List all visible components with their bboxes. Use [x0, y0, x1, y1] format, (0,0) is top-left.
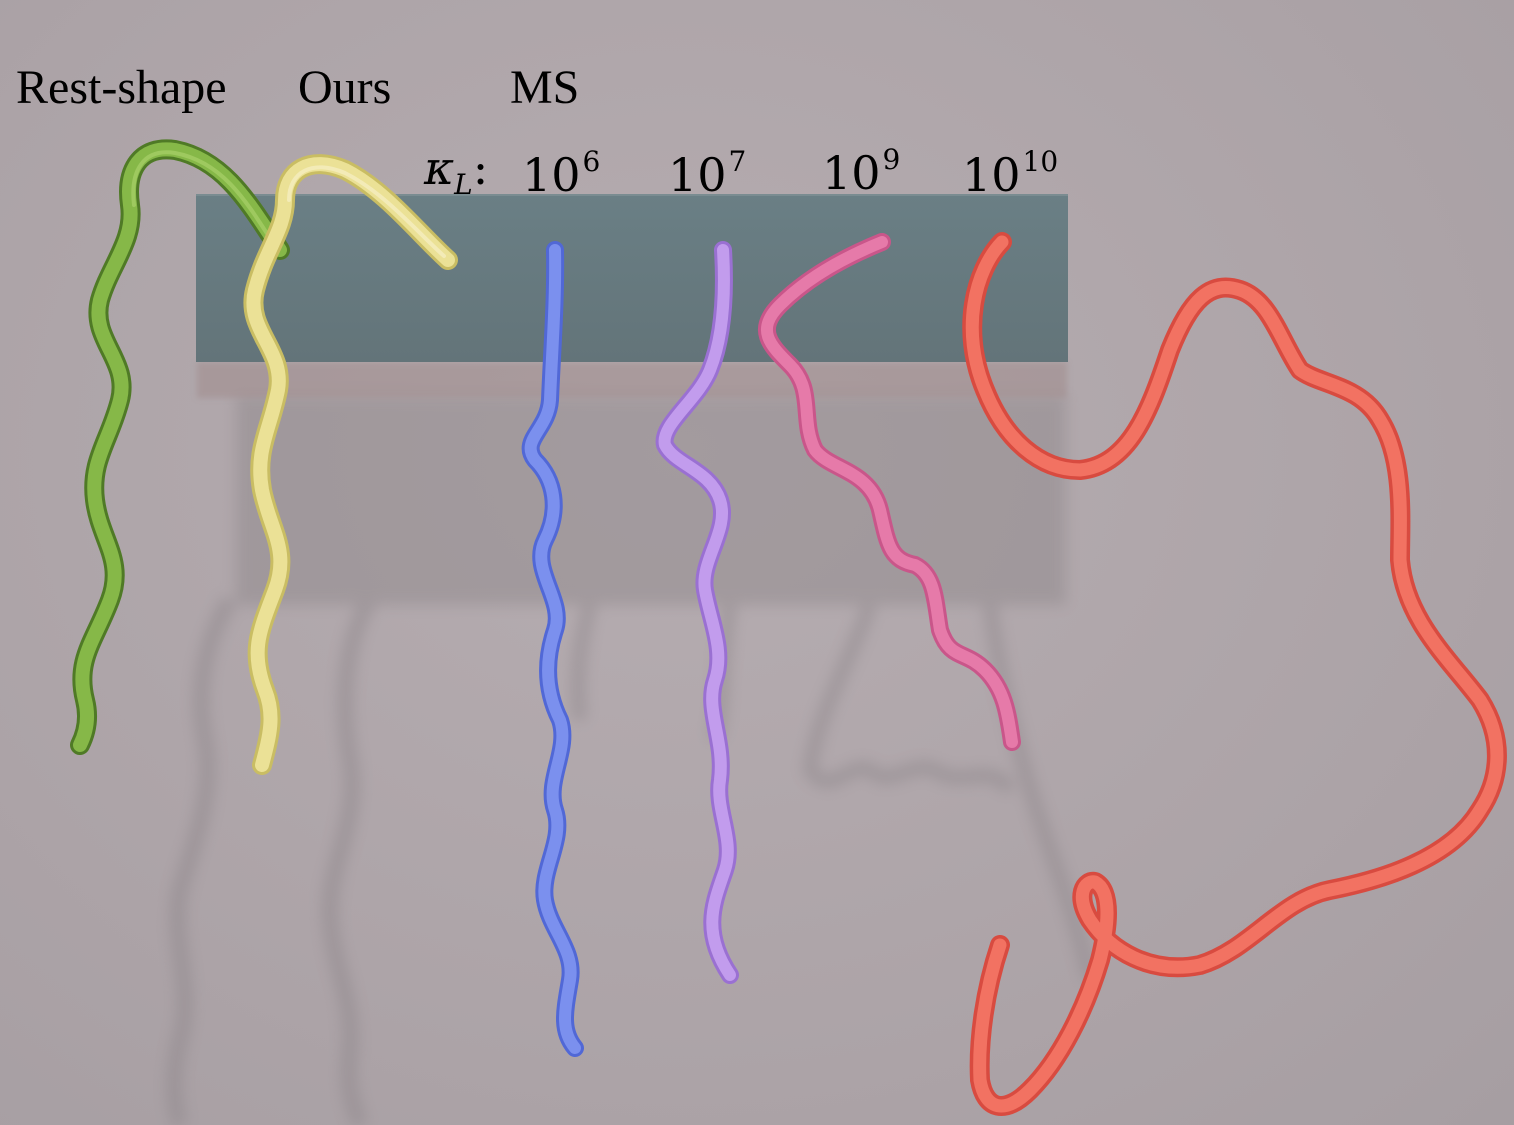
- ms-1e7-rod: [655, 241, 739, 984]
- ours-rod: [243, 154, 458, 775]
- kappa-label: κL:: [424, 145, 488, 199]
- ms-1e6-rod: [521, 241, 584, 1057]
- kappa-value-1e6: 106: [522, 145, 601, 202]
- ms-1e9-rod-shadow: [802, 602, 1016, 795]
- ms-1e10-rod: [962, 232, 1507, 1116]
- kappa-value-1e7: 107: [668, 145, 747, 202]
- rest-shape-label: Rest-shape: [16, 61, 227, 114]
- kappa-symbol: κ: [424, 141, 455, 195]
- ours-label: Ours: [298, 61, 392, 114]
- kappa-value-1e10: 1010: [962, 145, 1059, 202]
- kappa-colon: :: [472, 141, 489, 195]
- rest-shape-rod: [70, 139, 290, 755]
- ms-1e10-rod-shadow: [983, 604, 1097, 982]
- ms-1e9-rod: [757, 233, 1021, 751]
- ms-1e6-rod-shadow: [571, 603, 597, 721]
- wall-shadows: [166, 395, 1097, 1125]
- block-shadow: [236, 395, 1066, 605]
- ours-rod-shadow: [321, 595, 377, 1125]
- block-face: [196, 195, 1068, 362]
- rest-shape-rod-shadow: [166, 595, 237, 1125]
- ms-label: MS: [510, 61, 580, 114]
- kappa-value-1e9: 109: [822, 143, 901, 200]
- kappa-subscript: L: [454, 168, 473, 202]
- support-block: [196, 194, 1068, 398]
